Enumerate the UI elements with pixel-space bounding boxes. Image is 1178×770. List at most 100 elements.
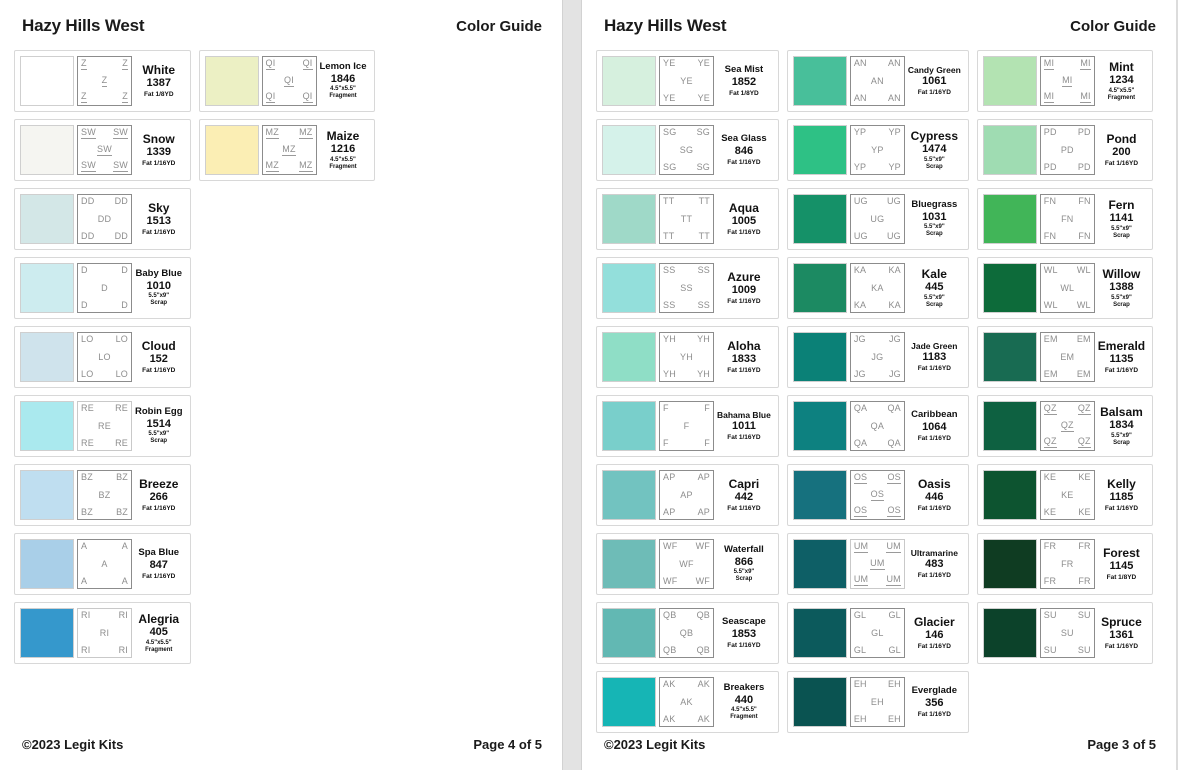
fabric-code-label: QZ (1043, 403, 1057, 415)
color-chip (602, 539, 656, 589)
fabric-code-label: EH (853, 679, 867, 689)
fabric-code-label: JG (888, 369, 901, 379)
swatch-number: 1183 (922, 351, 947, 364)
swatch-name: Capri (728, 476, 760, 491)
code-row-mid: MI (1044, 75, 1091, 87)
color-chip (982, 608, 1037, 658)
swatch-number: 445 (925, 280, 944, 293)
fabric-code-label: UG (886, 196, 901, 206)
swatch-number: 1010 (146, 279, 171, 292)
fabric-code-label: QZ (1077, 436, 1091, 448)
swatch-name: Fern (1108, 197, 1135, 212)
swatch-cut-size: Fat 1/16YD (917, 365, 951, 373)
code-row-mid: AN (854, 76, 901, 86)
swatch-name: Waterfall (724, 543, 764, 555)
fabric-code-label: YE (697, 93, 710, 103)
swatch-cut-size: Fat 1/16YD (917, 434, 951, 442)
fabric-code-label: SU (1077, 610, 1091, 620)
fabric-code-label: OS (887, 472, 901, 484)
swatch-cut-size: 5.5"x9" (1111, 225, 1132, 232)
swatch-number: 356 (925, 696, 944, 709)
swatch-number: 1011 (731, 420, 756, 433)
fabric-code-label: LO (98, 351, 111, 362)
code-row-mid: LO (81, 351, 128, 362)
swatch-cut-size: 4.5"x5.5" (1108, 87, 1135, 94)
color-chip (602, 56, 656, 106)
fabric-code-label: SG (696, 162, 710, 172)
fabric-code-label: AP (697, 472, 710, 482)
fabric-code-label: YP (888, 127, 901, 137)
fabric-code-label: A (121, 576, 128, 586)
swatch-cut-size: Fat 1/16YD (1104, 159, 1139, 167)
fabric-code-label: QA (853, 438, 868, 448)
fabric-code-label: A (81, 541, 88, 551)
fabric-code-label: QZ (1060, 419, 1074, 432)
fabric-code-label: WL (1043, 265, 1058, 275)
fabric-code-label: SG (679, 144, 694, 155)
swatch-name: Spa Blue (138, 547, 180, 558)
swatch-number: 1009 (731, 283, 757, 296)
swatch-name: Forest (1103, 545, 1140, 560)
fabric-code-label: KA (888, 265, 901, 275)
fabric-code-label: TT (663, 231, 675, 241)
swatch-cut-type: Scrap (150, 300, 168, 307)
fabric-code-label: PD (1043, 127, 1057, 137)
